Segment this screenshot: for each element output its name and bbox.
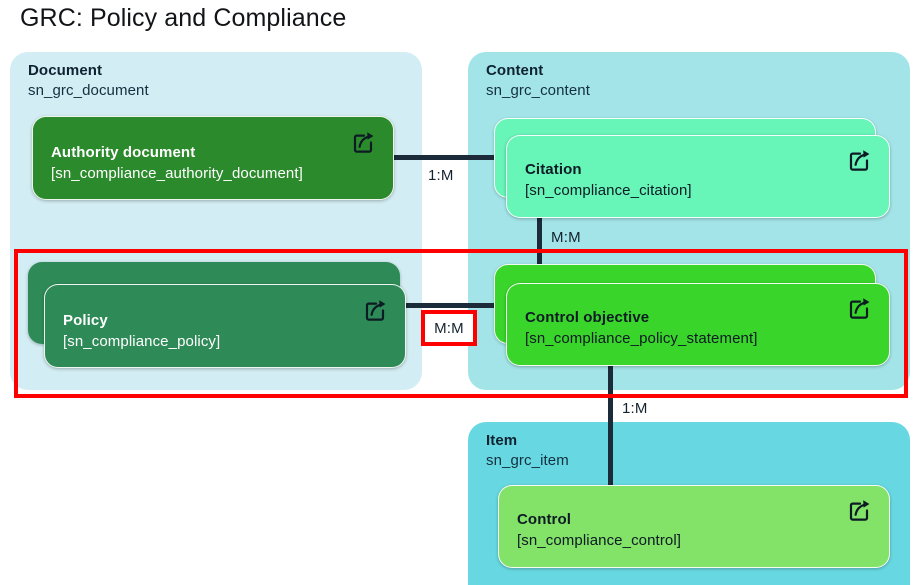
external-link-icon[interactable] [847,497,873,523]
entity-label-control-objective: Control objective [525,309,650,326]
connector-authority-to-citation [394,155,508,160]
highlight-annotation-rect [14,249,908,398]
relationship-label-citation-to-control-objective: M:M [551,229,581,246]
external-link-icon[interactable] [847,147,873,173]
relationship-label-policy-to-control-objective: M:M [421,310,477,346]
panel-document-table: sn_grc_document [28,82,149,99]
entity-label-authority-document: Authority document [51,144,196,161]
entity-label-policy: Policy [63,312,108,329]
relationship-label-authority-to-citation: 1:M [428,167,454,184]
panel-item-title: Item [486,432,518,449]
entity-card-control[interactable]: Control [sn_compliance_control] [498,485,890,568]
entity-label-citation: Citation [525,161,582,178]
entity-table-control-objective: [sn_compliance_policy_statement] [525,330,758,347]
panel-content-table: sn_grc_content [486,82,590,99]
entity-card-policy[interactable]: Policy [sn_compliance_policy] [44,284,406,368]
page-title: GRC: Policy and Compliance [20,4,347,32]
entity-table-control: [sn_compliance_control] [517,532,682,549]
entity-card-authority-document[interactable]: Authority document [sn_compliance_author… [32,116,394,200]
external-link-icon[interactable] [363,297,389,323]
connector-control-objective-to-control [608,360,613,488]
entity-table-citation: [sn_compliance_citation] [525,182,692,199]
external-link-icon[interactable] [847,295,873,321]
entity-label-control: Control [517,511,572,528]
external-link-icon[interactable] [351,129,377,155]
panel-content-title: Content [486,62,544,79]
panel-item-table: sn_grc_item [486,452,569,469]
entity-card-citation[interactable]: Citation [sn_compliance_citation] [506,135,890,218]
connector-policy-to-control-objective [396,303,514,308]
connector-citation-to-control-objective [537,214,542,280]
relationship-label-control-objective-to-control: 1:M [622,400,648,417]
entity-table-policy: [sn_compliance_policy] [63,333,221,350]
entity-table-authority-document: [sn_compliance_authority_document] [51,165,303,182]
panel-document-title: Document [28,62,103,79]
entity-card-control-objective[interactable]: Control objective [sn_compliance_policy_… [506,283,890,366]
